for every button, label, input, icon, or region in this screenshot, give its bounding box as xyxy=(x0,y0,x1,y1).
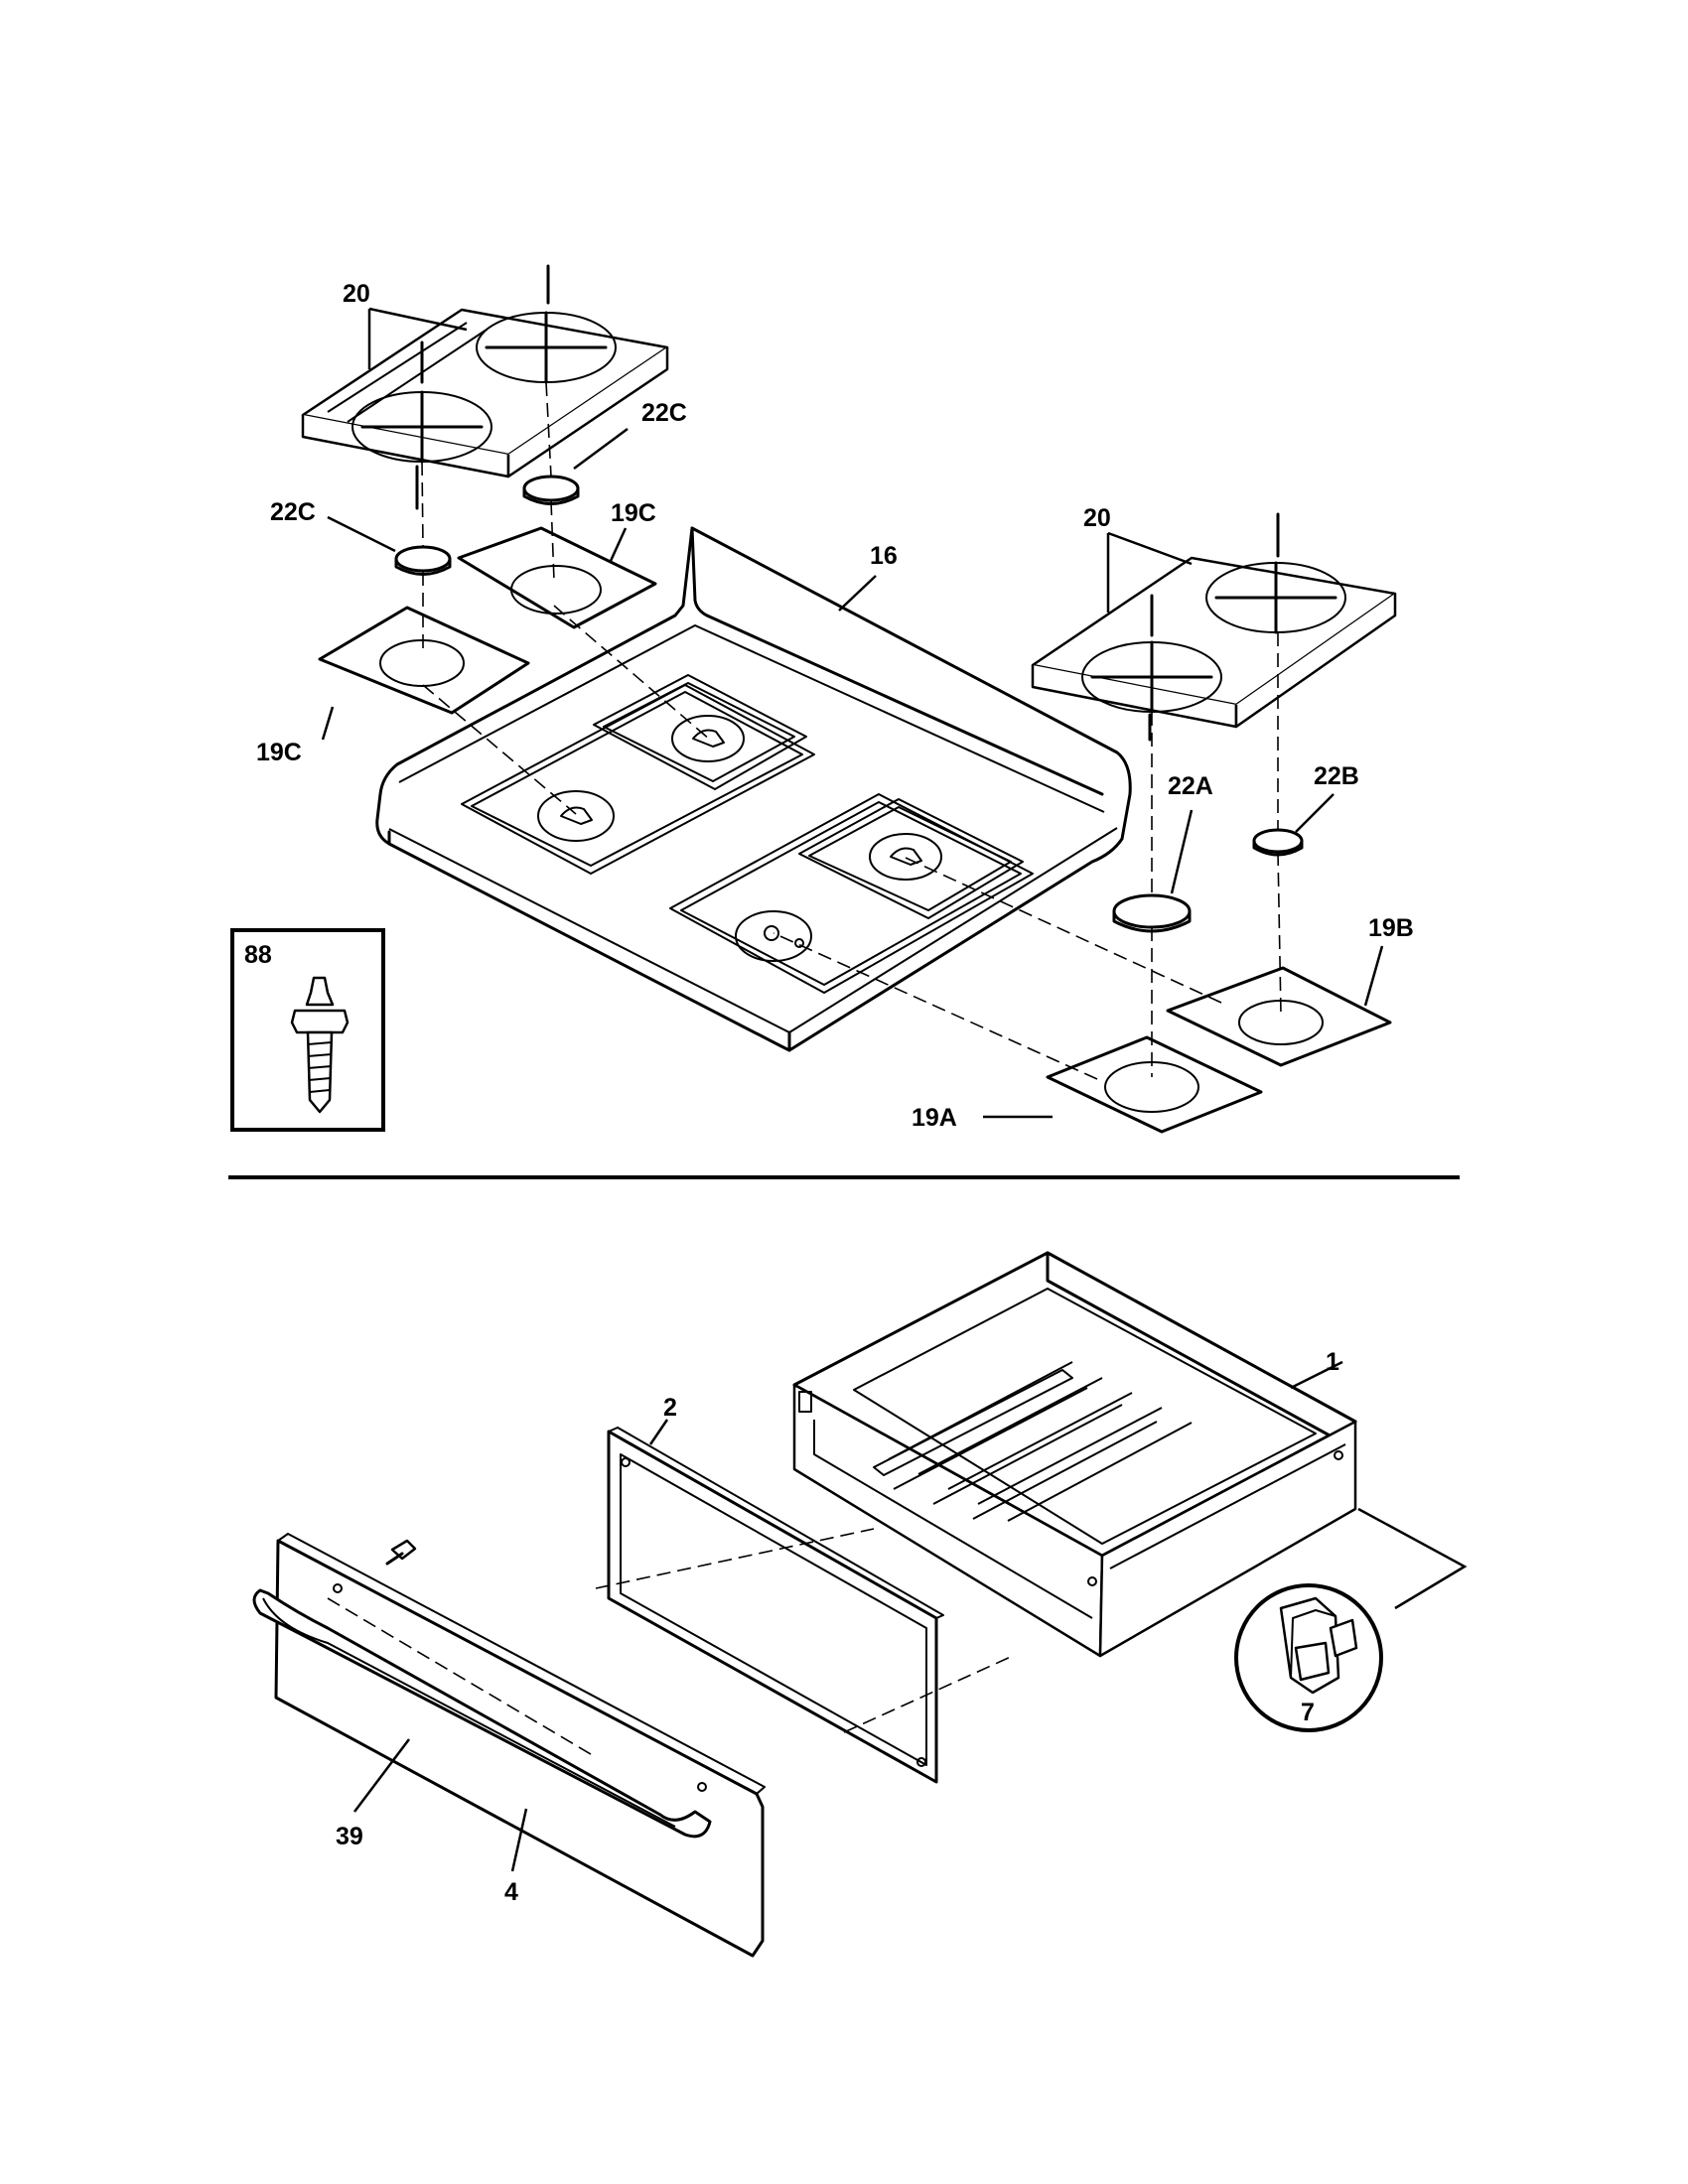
callout-4: 4 xyxy=(504,1878,518,1906)
clip-inset xyxy=(1234,1583,1383,1732)
callout-88: 88 xyxy=(244,941,272,969)
burner-cap-22c-lower xyxy=(394,545,452,576)
inset-bolt-box xyxy=(230,928,385,1132)
drip-pan-19a xyxy=(1046,1035,1263,1134)
callout-22c-lower: 22C xyxy=(270,498,316,526)
callout-22c-upper: 22C xyxy=(641,399,687,427)
alignment-lines-lower xyxy=(327,1528,1014,1758)
callout-22a: 22A xyxy=(1168,772,1213,800)
drip-pan-19b xyxy=(1166,966,1392,1067)
burner-cap-22b xyxy=(1252,828,1304,857)
callout-19c-lower: 19C xyxy=(256,739,302,766)
callout-22b: 22B xyxy=(1314,762,1359,790)
cooktop-section: 20 22C 22C 19C 16 20 19C 22A 22B 19B 19A… xyxy=(230,264,1414,1134)
burner-cap-22c-upper xyxy=(522,475,580,505)
drawer-handle xyxy=(252,1588,712,1839)
drawer-body xyxy=(792,1251,1357,1658)
callout-19a: 19A xyxy=(912,1104,957,1132)
callout-16: 16 xyxy=(870,542,898,570)
callout-19b: 19B xyxy=(1368,914,1414,942)
cooktop-top xyxy=(375,526,1132,1052)
grate-right-pair xyxy=(1031,512,1397,742)
screw xyxy=(385,1539,417,1566)
drawer-liner-frame xyxy=(607,1427,944,1784)
drip-pan-19c-upper xyxy=(457,526,657,629)
callout-19c-upper: 19C xyxy=(611,499,656,527)
burner-cap-22a xyxy=(1112,893,1192,933)
grate-left-pair xyxy=(301,264,669,510)
drip-pans xyxy=(318,526,1392,1134)
alignment-lines xyxy=(421,381,1282,1080)
callout-39: 39 xyxy=(336,1823,363,1850)
leader-lines-lower xyxy=(353,1360,1468,1872)
callout-7: 7 xyxy=(1301,1699,1315,1726)
callout-20-left: 20 xyxy=(343,280,370,308)
leader-lines-upper xyxy=(321,307,1384,1119)
callout-2: 2 xyxy=(663,1394,677,1422)
drip-pan-19c-lower xyxy=(318,606,530,715)
drawer-section: 1 2 39 4 7 xyxy=(252,1251,1468,1958)
callout-20-right: 20 xyxy=(1083,504,1111,532)
burner-caps xyxy=(394,475,1304,933)
callout-1: 1 xyxy=(1326,1348,1339,1376)
